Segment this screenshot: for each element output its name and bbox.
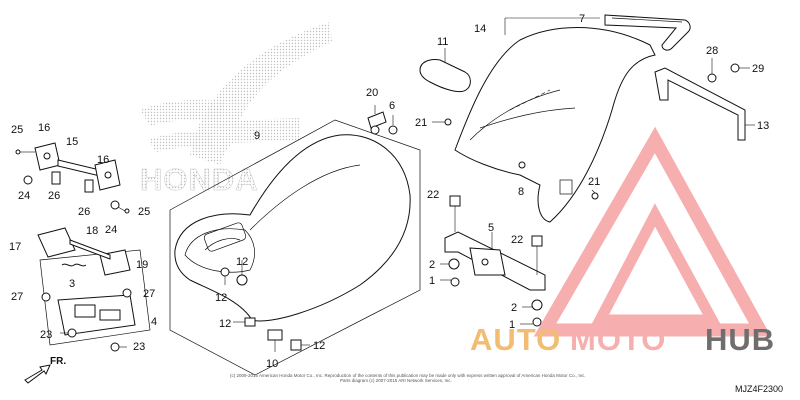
callout-4[interactable]: 4 — [151, 316, 157, 328]
rear-cowl-group — [432, 14, 691, 223]
diagram-code: MJZ4F2300 — [735, 384, 783, 394]
callout-labels: 25 16 15 16 24 26 26 24 25 9 17 18 19 3 … — [9, 13, 769, 370]
callout-24a[interactable]: 24 — [18, 190, 30, 202]
grab-strap[interactable] — [604, 14, 691, 51]
callout-12d[interactable]: 12 — [313, 340, 325, 352]
callout-18[interactable]: 18 — [86, 225, 98, 237]
callout-10[interactable]: 10 — [266, 358, 278, 370]
callout-15[interactable]: 15 — [66, 136, 78, 148]
callout-5[interactable]: 5 — [488, 222, 494, 234]
front-arrow: FR. — [24, 356, 66, 384]
callout-1b[interactable]: 1 — [509, 319, 515, 331]
callout-26b[interactable]: 26 — [78, 206, 90, 218]
watermark-brand-auto: AUTO — [470, 322, 561, 357]
callout-20[interactable]: 20 — [366, 87, 378, 99]
grab-pad[interactable] — [419, 59, 471, 93]
callout-13[interactable]: 13 — [757, 120, 769, 132]
lock-assembly — [37, 227, 151, 352]
honda-logo-text: HONDA — [140, 162, 259, 197]
callout-26a[interactable]: 26 — [48, 190, 60, 202]
callout-19[interactable]: 19 — [136, 259, 148, 271]
callout-17[interactable]: 17 — [9, 241, 21, 253]
callout-21a[interactable]: 21 — [415, 117, 427, 129]
callout-29[interactable]: 29 — [752, 63, 764, 75]
callout-16a[interactable]: 16 — [38, 122, 50, 134]
watermark-brand-hub: HUB — [705, 322, 775, 357]
callout-7[interactable]: 7 — [579, 13, 585, 25]
callout-12c[interactable]: 12 — [219, 318, 231, 330]
callout-1a[interactable]: 1 — [429, 275, 435, 287]
seat-bolt-group — [367, 105, 398, 135]
callout-12b[interactable]: 12 — [215, 292, 227, 304]
latch-assembly — [15, 142, 130, 214]
main-seat-group — [169, 119, 421, 376]
callout-27a[interactable]: 27 — [11, 291, 23, 303]
front-indicator-label: FR. — [50, 356, 66, 367]
copyright-line-1: (c) 2009-2015 American Honda Motor Co., … — [230, 373, 586, 378]
callout-28[interactable]: 28 — [706, 45, 718, 57]
copyright-line-2: Parts diagram (c) 2007-2015 ARI Network … — [340, 378, 452, 383]
callout-27b[interactable]: 27 — [143, 288, 155, 300]
main-seat[interactable] — [174, 134, 411, 322]
callout-14[interactable]: 14 — [474, 23, 486, 35]
callout-23b[interactable]: 23 — [133, 341, 145, 353]
watermark-brand-moto: MOTO — [570, 322, 666, 357]
callout-9[interactable]: 9 — [254, 130, 260, 142]
callout-2a[interactable]: 2 — [429, 259, 435, 271]
callout-25b[interactable]: 25 — [138, 206, 150, 218]
callout-2b[interactable]: 2 — [511, 302, 517, 314]
callout-21b[interactable]: 21 — [588, 176, 600, 188]
callout-22a[interactable]: 22 — [427, 189, 439, 201]
rear-cowl[interactable] — [454, 27, 656, 223]
seat-bracket-group — [654, 58, 755, 141]
callout-22b[interactable]: 22 — [511, 234, 523, 246]
callout-16b[interactable]: 16 — [97, 154, 109, 166]
callout-12a[interactable]: 12 — [236, 256, 248, 268]
automotohub-watermark: AUTO MOTO HUB — [470, 126, 775, 357]
callout-8[interactable]: 8 — [518, 186, 524, 198]
seat-bracket[interactable] — [654, 67, 746, 141]
seat-grommets — [220, 260, 310, 352]
callout-24b[interactable]: 24 — [105, 224, 117, 236]
lower-bracket-group — [440, 195, 546, 327]
callout-11[interactable]: 11 — [437, 36, 448, 48]
callout-23a[interactable]: 23 — [40, 329, 52, 341]
honda-wing-logo: HONDA — [140, 22, 332, 197]
callout-3[interactable]: 3 — [69, 278, 75, 290]
callout-25a[interactable]: 25 — [11, 124, 23, 136]
callout-6[interactable]: 6 — [389, 100, 395, 112]
pillion-pad — [419, 48, 471, 93]
